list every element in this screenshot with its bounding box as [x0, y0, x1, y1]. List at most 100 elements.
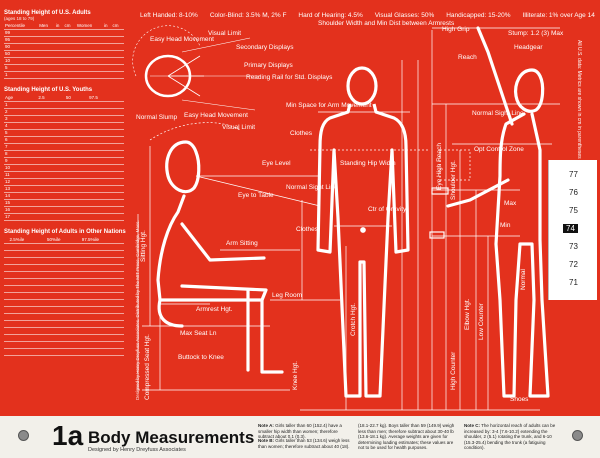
table-row: 6 [4, 136, 124, 144]
table-row: 95 [4, 36, 124, 44]
note-b-title: Note B: [258, 438, 274, 443]
table-cell: 50%ile [46, 237, 81, 244]
opt-control-zone-label: Opt Control Zone [474, 146, 524, 153]
percentile-slide-rule[interactable]: 77 76 75 74 73 72 71 [548, 160, 597, 300]
table-row [4, 334, 124, 342]
table-cell: 1 [4, 101, 38, 109]
table-row [4, 320, 124, 328]
table-header-row: 2.5%ile 50%ile 97.5%ile [4, 237, 124, 244]
headgear-label: Headgear [514, 44, 543, 51]
rivet-hole-right [572, 430, 583, 441]
visual-limit-label: Visual Limit [208, 30, 242, 37]
adults-table: Percentile Men in cm Women in cm 99 95 9… [4, 23, 124, 79]
table-row: 7 [4, 143, 124, 151]
table-cell: 2 [4, 108, 38, 116]
table-row: 90 [4, 43, 124, 51]
nations-table-title: Standing Height of Adults in Other Natio… [4, 229, 126, 235]
youths-table: Age 2.5 50 97.5 1 2 3 4 5 6 7 8 9 10 11 … [4, 95, 124, 221]
clothes-label-2: Clothes [290, 130, 313, 137]
stat-handicapped: Handicapped: 15-20% [446, 12, 511, 19]
stat-color-blind: Color-Blind: 3.5% M, 2% F [209, 12, 287, 19]
note-a-text: Girls taller than 60 (152.4) have a smal… [258, 423, 342, 439]
easy-head-movement-label-2: Easy Head Movement [184, 112, 248, 119]
eye-to-table-label: Eye to Table [238, 192, 274, 199]
table-cell: 16 [4, 206, 38, 214]
shoes-label: Shoes [510, 396, 529, 403]
footer-strip [0, 416, 600, 458]
note-a-title: Note A: [258, 423, 274, 428]
table-row: 50 [4, 50, 124, 58]
table-row: 4 [4, 122, 124, 130]
note-b-text: Girls taller than 53 (134.6) weigh less … [258, 438, 350, 449]
table-row [4, 264, 124, 272]
table-row: 11 [4, 171, 124, 179]
normal-label: Normal [520, 269, 527, 290]
seated-dimension-lines [137, 122, 340, 391]
clothes-label: Clothes [296, 226, 319, 233]
side-dimension-lines [429, 27, 560, 410]
reading-rail-label: Reading Rail for Std. Displays [246, 74, 333, 81]
table-row [4, 306, 124, 314]
high-grip-label: High Grip [442, 26, 470, 33]
seated-figure [156, 140, 284, 374]
slide-number: 73 [569, 242, 578, 251]
table-row: 10 [4, 164, 124, 172]
table-row [4, 271, 124, 279]
min-label: Min [500, 222, 511, 229]
table-row [4, 285, 124, 293]
arm-sitting-label: Arm Sitting [226, 240, 258, 247]
slide-number: 77 [569, 170, 578, 179]
shoulder-width-label: Shoulder Width and Min Dist between Armr… [318, 20, 455, 27]
table-cell: 17 [4, 213, 38, 221]
min-space-arm-label: Min Space for Arm Movement [286, 102, 372, 109]
table-row: 15 [4, 199, 124, 207]
chart-credit: Designed by Henry Dreyfuss Associates [88, 447, 186, 453]
primary-displays-label: Primary Displays [244, 62, 293, 69]
max-seat-length-label: Max Seat Ln [180, 330, 217, 337]
low-counter-label: Low Counter [478, 303, 485, 340]
slide-number: 75 [569, 206, 578, 215]
table-row: 1 [4, 71, 124, 79]
metric-note-vertical: All U.S. data: Metrics are shown in cm i… [576, 40, 582, 159]
head-top-view [132, 25, 260, 111]
table-cell [4, 237, 9, 244]
table-cell: cm [111, 23, 124, 30]
standing-front-dimensions [300, 60, 540, 411]
table-cell: 50 [4, 50, 39, 58]
standing-front-figure [316, 66, 410, 398]
stat-left-handed: Left Handed: 8-10% [140, 12, 198, 19]
table-cell: cm [63, 23, 76, 30]
table-row [4, 327, 124, 335]
table-cell: 8 [4, 150, 38, 158]
table-row: 10 [4, 57, 124, 65]
secondary-displays-label: Secondary Displays [236, 44, 294, 51]
sitting-height-label: Sitting Hgt. [140, 230, 147, 262]
table-cell: 13 [4, 185, 38, 193]
table-cell: 4 [4, 122, 38, 130]
table-row: 9 [4, 157, 124, 165]
table-cell: 10 [4, 57, 39, 65]
nations-table: 2.5%ile 50%ile 97.5%ile [4, 237, 124, 356]
center-of-gravity-label: Ctr of Gravity [368, 206, 407, 213]
table-cell: 7 [4, 143, 38, 151]
eye-level-label: Eye Level [262, 160, 291, 167]
table-row: 99 [4, 29, 124, 37]
table-cell: 97.5%ile [80, 237, 124, 244]
table-cell: 12 [4, 178, 38, 186]
easy-head-movement-label: Easy Head Movement [150, 36, 214, 43]
table-row [4, 257, 124, 265]
normal-sight-line-label-2: Normal Sight Line [472, 110, 524, 117]
table-row: 1 [4, 101, 124, 109]
armrest-height-label: Armrest Hgt. [196, 306, 233, 313]
figure-lines [132, 25, 560, 411]
note-weight-text: (18.1-22.7 kg). Boys taller than 59 (149… [358, 423, 455, 450]
table-row: 12 [4, 178, 124, 186]
table-cell: Percentile [4, 23, 39, 30]
slide-number: 76 [569, 188, 578, 197]
shoulder-height-label: Shoulder Hgt. [450, 160, 457, 200]
table-cell: 90 [4, 43, 39, 51]
note-b: Note B: Girls taller than 53 (134.6) wei… [258, 438, 353, 449]
adults-table-subtitle: (ages 18 to 79) [4, 16, 35, 21]
